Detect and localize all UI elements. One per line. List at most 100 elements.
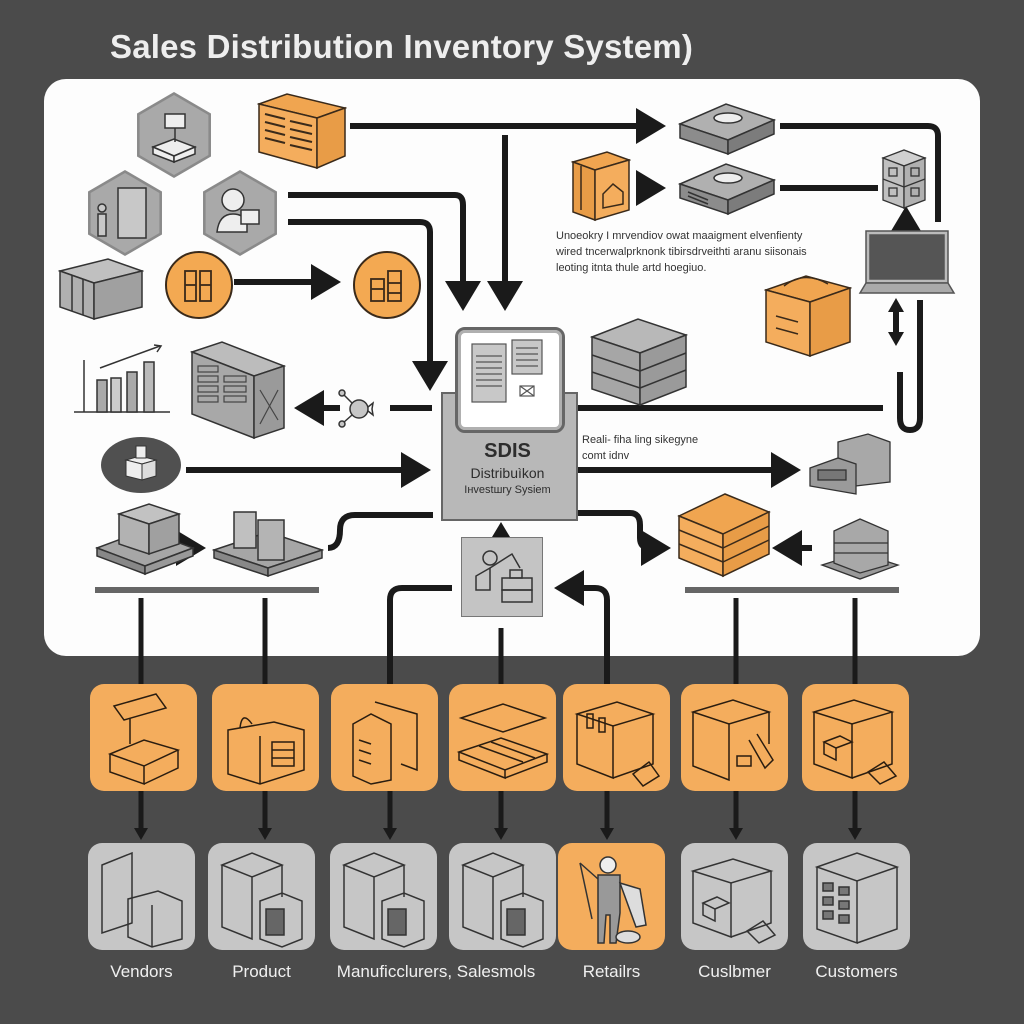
note-line: Reali- fiha ling sikegyne	[582, 434, 699, 446]
orange-tile-tray[interactable]	[449, 684, 556, 791]
sales-chart-node	[72, 342, 172, 416]
bottom-tile-customer[interactable]	[681, 843, 788, 950]
user-with-package-node[interactable]	[197, 170, 283, 256]
salesman-tower-icon	[460, 852, 544, 948]
box-open-flap-icon	[690, 699, 774, 782]
bottom-tile-product[interactable]	[208, 843, 315, 950]
server-stack-node[interactable]	[589, 315, 689, 407]
orange-stack-icon	[677, 493, 771, 578]
pallet-icon	[94, 503, 196, 576]
server-stack-icon	[589, 318, 689, 407]
server-cabinet-icon	[190, 340, 287, 440]
orange-tile-open-box[interactable]	[90, 684, 197, 791]
customers-building-icon	[814, 852, 900, 945]
orange-tile-carton-pack[interactable]	[331, 684, 438, 791]
bottles-target-node[interactable]	[353, 251, 421, 319]
server-cabinet-node[interactable]	[190, 340, 287, 440]
bottles-icon	[370, 270, 402, 302]
bottom-tile-customers[interactable]	[803, 843, 910, 950]
strapped-package-icon	[763, 275, 853, 358]
warehouse-worker-node[interactable]	[82, 170, 168, 256]
label-vendors: Vendors	[110, 962, 173, 981]
warehouse-icon	[819, 518, 901, 580]
note-line: comt idnv	[582, 450, 630, 462]
pallet-goods-node[interactable]	[94, 500, 196, 576]
warehouse-worker-icon	[97, 187, 147, 239]
central-line2: Distribuìkon	[470, 465, 545, 481]
bottom-tile-retailers[interactable]	[558, 843, 665, 950]
vendor-bag-icon	[101, 851, 183, 948]
open-box-icon	[101, 437, 181, 493]
bottom-tile-salesman[interactable]	[449, 843, 556, 950]
bottom-tile-vendors[interactable]	[88, 843, 195, 950]
note-middle-right: Reali- fiha ling sikegyne comt idnv	[582, 432, 698, 464]
bottom-tile-manufacturers[interactable]	[330, 843, 437, 950]
router-icon	[677, 163, 777, 216]
cube-store-icon	[881, 149, 927, 209]
arrowhead-1	[134, 828, 148, 840]
arrowhead-5	[600, 828, 614, 840]
label-customers: Customers	[815, 962, 898, 981]
bottles-icon	[184, 270, 212, 302]
shipping-box-icon	[570, 151, 632, 222]
orange-tile-box-dolly[interactable]	[563, 684, 670, 791]
label-retailers: Retailrs	[582, 962, 641, 981]
product-tower-icon	[219, 852, 303, 948]
warehouse-building-node[interactable]	[808, 432, 898, 498]
stock-boxes-icon	[57, 258, 145, 321]
note-line: Unoeokry I mrvendiov owat maaigment elve…	[556, 230, 803, 242]
assembly-machine-node[interactable]	[131, 92, 217, 178]
warehouse-icon	[809, 433, 891, 495]
central-acronym: SDIS	[484, 440, 531, 462]
arrowhead-7	[848, 828, 862, 840]
customer-box-icon	[690, 858, 777, 944]
manufacturer-tower-icon	[341, 852, 425, 948]
router-bottom-node[interactable]	[677, 160, 777, 216]
loading-crane-node[interactable]	[461, 537, 543, 617]
arrowhead-6	[729, 828, 743, 840]
shipping-box-node[interactable]	[570, 150, 632, 222]
label-product: Product	[232, 962, 291, 981]
shopping-bag-icon	[227, 717, 305, 785]
cube-store-node[interactable]	[881, 148, 927, 210]
box-dolly-icon	[811, 699, 898, 785]
orange-tile-box-flap[interactable]	[681, 684, 788, 791]
network-hub-node[interactable]	[335, 385, 383, 433]
page-title: Sales Distribution Inventory System)	[110, 28, 694, 65]
router-icon	[677, 103, 777, 156]
label-customer: Cuslbmer	[698, 962, 771, 981]
arrowhead-2	[258, 828, 272, 840]
stock-boxes-node[interactable]	[57, 257, 145, 321]
document-screen-icon	[455, 327, 565, 433]
bottles-source-node[interactable]	[165, 251, 233, 319]
note-top-right: Unoeokry I mrvendiov owat maaigment elve…	[556, 228, 807, 276]
arrowhead-3	[383, 828, 397, 840]
router-top-node[interactable]	[677, 100, 777, 156]
divider-left	[95, 587, 319, 593]
orange-stack-node[interactable]	[677, 490, 771, 578]
crane-icon	[475, 550, 533, 603]
note-line: leoting itnta thule artd hoegiuo.	[556, 262, 707, 274]
orange-tile-shopping-bag[interactable]	[212, 684, 319, 791]
laptop-node[interactable]	[858, 229, 956, 295]
note-line: wired tncerwalprknonk tibirsdrveithti ar…	[556, 246, 807, 258]
assembly-machine-icon	[151, 113, 197, 164]
tray-icon	[456, 703, 550, 780]
package-strapped-node[interactable]	[763, 272, 853, 358]
warehouse-small-node[interactable]	[819, 515, 901, 581]
retailer-person-icon	[579, 856, 647, 944]
product-crate-node[interactable]	[256, 92, 348, 170]
box-dolly-icon	[574, 701, 661, 787]
laptop-icon	[858, 230, 956, 294]
pallet-machines-icon	[211, 511, 325, 578]
orange-tile-box-dolly-2[interactable]	[802, 684, 909, 791]
open-box-node[interactable]	[100, 436, 182, 494]
orange-crate-icon	[256, 93, 348, 170]
open-box-icon	[107, 693, 181, 786]
network-hub-icon	[338, 389, 375, 428]
pallet-machines-node[interactable]	[211, 500, 325, 580]
user-package-icon	[216, 188, 260, 233]
bar-chart-icon	[74, 344, 170, 413]
divider-right	[685, 587, 899, 593]
label-manufacturers: Manuficclurers, Salesmols	[336, 962, 536, 981]
